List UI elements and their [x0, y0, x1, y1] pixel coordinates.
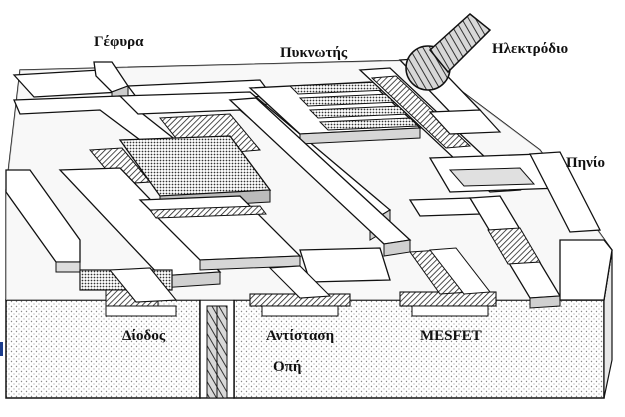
- label-bridge: Γέφυρα: [94, 34, 144, 50]
- diode-device: [79, 267, 178, 317]
- label-electrode: Ηλεκτρόδιο: [492, 41, 569, 57]
- electrode: [398, 13, 502, 135]
- resistor-device: [249, 265, 351, 317]
- label-mesfet: MESFET: [420, 328, 482, 344]
- capacitor: [248, 81, 422, 145]
- right-edge-block: [559, 239, 613, 301]
- label-inductor: Πηνίο: [566, 155, 606, 171]
- label-via-hole: Οπή: [273, 359, 302, 375]
- label-diode: Δίοδος: [122, 328, 166, 344]
- label-capacitor: Πυκνωτής: [280, 45, 348, 61]
- label-resistor: Αντίσταση: [266, 328, 335, 344]
- center-blocks: [58, 167, 391, 289]
- inductor: [408, 151, 602, 309]
- mesfet-device: [399, 247, 497, 317]
- edge-marker: [0, 342, 3, 356]
- via-hole: [199, 299, 235, 399]
